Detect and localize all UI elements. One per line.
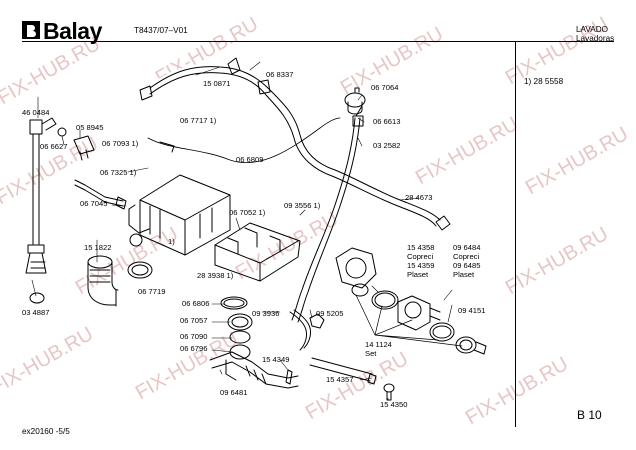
part-label: 06 7717 1) [180,116,217,125]
part-label: 06 6627 [40,142,68,151]
part-label: 1) [168,237,175,246]
part-label: 06 7045 [80,199,108,208]
part-label: 06 6809 [236,155,264,164]
part-label: 15 4349 [262,355,290,364]
soap-drawer-drawing [214,222,301,282]
part-label: 28 3938 1) [197,271,234,280]
part-label: 15 4350 [380,400,408,409]
drain-pump-drawing [335,247,377,289]
model-code: T8437/07–V01 [134,26,188,35]
header-rule [22,41,614,42]
solenoid-drawing [73,135,95,155]
section-code: B 10 [577,408,602,422]
pump-housing-drawing [397,295,431,331]
filter-cap-drawing [455,336,477,354]
sidebar-divider [515,41,516,427]
document-code: ex20160 -5/5 [22,427,70,436]
part-label: 03 2582 [373,141,401,150]
part-label: Copreci [453,252,480,261]
part-label: 15 4358 [407,243,435,252]
part-label: 06 7052 1) [229,208,266,217]
brand-logo-icon [22,21,40,39]
part-label: 06 7093 1) [102,139,139,148]
bellows-hose-drawing [87,255,113,269]
part-label: 14 1124 [365,340,392,349]
part-label: Plaset [407,270,429,279]
inlet-valve-drawing [29,119,43,135]
part-label: 46 0484 [22,108,50,117]
part-label: 06 7325 1) [100,168,137,177]
pressure-switch-drawing [344,92,366,108]
part-label: 06 7719 [138,287,166,296]
part-label: 06 7057 [180,316,208,325]
part-label: 09 3556 1) [284,201,321,210]
part-label: 15 4359 [407,261,435,270]
part-label: 06 8337 [266,70,294,79]
part-label: 09 6481 [220,388,248,397]
category-subtitle: Lavadoras [576,34,615,43]
part-label: 06 6613 [373,117,401,126]
part-label: 06 6796 [180,344,208,353]
part-label: 15 4357 [326,375,354,384]
footnote: 1) 28 5558 [524,77,564,86]
part-label: 09 6485 [453,261,481,270]
part-label: 09 3936 [252,309,280,318]
part-label: 06 7090 [180,332,208,341]
category-title: LAVADO [576,25,609,34]
part-label: 15 1822 [84,243,112,252]
part-label: 03 4887 [22,308,50,317]
part-label: 06 6806 [182,299,210,308]
part-label: 09 6484 [453,243,481,252]
part-label: Plaset [453,270,475,279]
part-label: 05 8945 [76,123,104,132]
part-label: 28 4673 [405,193,433,202]
drain-hose-drawing [209,351,299,379]
part-label: Copreci [407,252,434,261]
brand-name: Balay [43,18,102,44]
part-label: 09 4151 [458,306,486,315]
part-label: 09 5205 [316,309,344,318]
part-label: 06 7064 [371,83,399,92]
part-label: 15 0871 [203,79,231,88]
part-label: Set [365,349,377,358]
